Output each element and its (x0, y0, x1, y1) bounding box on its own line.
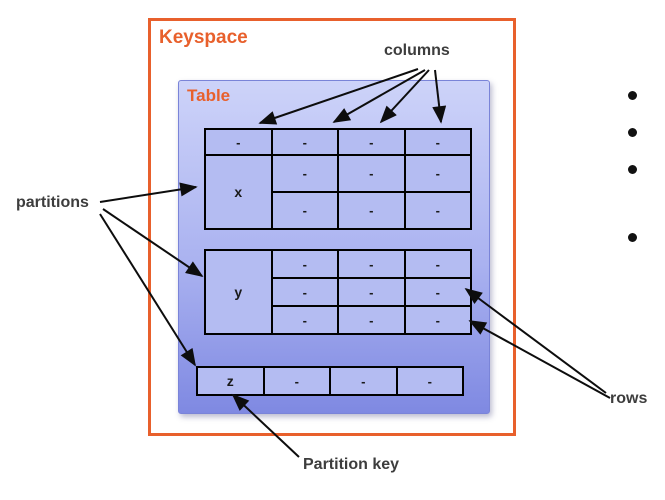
partition-grid-z: z--- (196, 366, 464, 396)
table-cell: - (404, 278, 471, 306)
table-cell: - (338, 192, 405, 229)
partition-key-label: Partition key (303, 456, 400, 473)
table-box: Table ----x------ y--------- z--- (178, 80, 490, 414)
keyspace-box: Keyspace Table ----x------ y--------- z-… (148, 18, 516, 436)
table-cell: - (404, 155, 471, 192)
bullet-dot (628, 165, 637, 174)
table-cell: - (271, 155, 338, 192)
table-cell: - (338, 306, 405, 334)
table-cell: - (271, 306, 338, 334)
table-cell: - (404, 306, 471, 334)
table-cell: - (271, 278, 338, 306)
bullet-list (628, 0, 640, 500)
table-cell: - (404, 129, 471, 155)
table-label: Table (187, 86, 231, 105)
partition-grid-y: y--------- (204, 249, 472, 335)
table-cell: - (330, 367, 397, 395)
bullet-dot (628, 91, 637, 100)
table-cell: - (396, 367, 463, 395)
table-cell: - (338, 129, 405, 155)
partition-grid-x: ----x------ (204, 128, 472, 230)
table-cell: - (271, 250, 338, 278)
partition-key-cell: y (205, 250, 272, 334)
keyspace-label: Keyspace (159, 27, 248, 48)
table-cell: - (338, 278, 405, 306)
table-cell: - (404, 192, 471, 229)
partition-key-cell: x (205, 155, 272, 229)
partition-key-cell: z (197, 367, 264, 395)
rows-label: rows (610, 390, 648, 407)
bullet-dot (628, 233, 637, 242)
partitions-label: partitions (16, 194, 89, 211)
table-cell: - (263, 367, 330, 395)
bullet-dot (628, 128, 637, 137)
table-cell: - (271, 192, 338, 229)
table-cell: - (404, 250, 471, 278)
table-cell: - (271, 129, 338, 155)
table-cell: - (205, 129, 272, 155)
columns-label: columns (384, 42, 450, 59)
table-cell: - (338, 250, 405, 278)
table-cell: - (338, 155, 405, 192)
